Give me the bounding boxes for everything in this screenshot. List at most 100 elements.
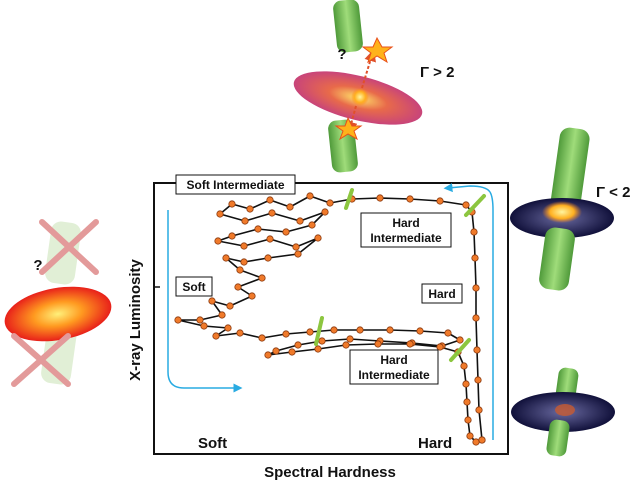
label-soft-intermediate: Soft Intermediate: [175, 174, 296, 195]
track-point: [326, 199, 334, 207]
track-point: [472, 438, 480, 446]
transition-marker-top-left: [344, 188, 354, 210]
track-point: [444, 329, 452, 337]
track-point: [272, 347, 280, 355]
svg-text:Hard: Hard: [428, 287, 455, 301]
track-point: [286, 203, 294, 211]
cross-top-icon: [39, 219, 99, 275]
track-point: [264, 351, 272, 359]
svg-text:Hard: Hard: [392, 216, 419, 230]
track-point: [472, 314, 480, 322]
svg-text:Hard: Hard: [380, 353, 407, 367]
track-point: [258, 274, 266, 282]
track-point: [282, 228, 290, 236]
track-point: [296, 217, 304, 225]
transition-marker-top-right: [464, 194, 486, 217]
transition-marker-bottom-right: [449, 338, 471, 362]
track-point: [471, 254, 479, 262]
svg-text:Soft: Soft: [182, 280, 205, 294]
track-point: [306, 192, 314, 200]
track-point: [266, 235, 274, 243]
track-point: [462, 201, 470, 209]
track-point: [308, 221, 316, 229]
svg-text:Soft Intermediate: Soft Intermediate: [186, 178, 284, 192]
track-point: [236, 266, 244, 274]
track-point: [374, 340, 382, 348]
gamma-gt-label: Γ > 2: [420, 64, 454, 81]
track-point: [224, 324, 232, 332]
arrow-right-edge: [489, 191, 494, 440]
label-hard-intermediate-bottom: Hard Intermediate: [349, 349, 439, 385]
track-point: [406, 340, 414, 348]
disk-left-icon: [4, 219, 112, 387]
svg-text:Intermediate: Intermediate: [370, 231, 442, 245]
track-point: [386, 326, 394, 334]
track-point: [241, 217, 249, 225]
transition-marker-bottom-left: [314, 316, 324, 346]
track-point: [436, 197, 444, 205]
track-point: [356, 326, 364, 334]
track-point: [473, 346, 481, 354]
track-point: [218, 311, 226, 319]
x-axis-label: Spectral Hardness: [264, 464, 396, 481]
track-point: [314, 345, 322, 353]
track-point: [266, 196, 274, 204]
track-point: [436, 343, 444, 351]
gamma-lt-label: Γ < 2: [596, 184, 630, 201]
track-point: [346, 335, 354, 343]
track-point: [226, 302, 234, 310]
track-point: [321, 208, 329, 216]
track-point: [475, 406, 483, 414]
track-point: [268, 209, 276, 217]
track-point: [208, 297, 216, 305]
track-point: [282, 330, 290, 338]
track-point: [294, 341, 302, 349]
plot-frame: [153, 182, 509, 455]
track-point: [406, 195, 414, 203]
arrow-left-edge: [167, 210, 243, 393]
track-point: [318, 337, 326, 345]
track-point: [216, 210, 224, 218]
corner-label-hard: Hard: [418, 435, 452, 452]
track-point: [228, 200, 236, 208]
track-point: [236, 329, 244, 337]
track-point: [416, 327, 424, 335]
disk-jet-top-icon: [293, 0, 423, 173]
label-hard: Hard: [421, 283, 463, 304]
disk-jet-right-icon: [510, 127, 614, 291]
label-hard-intermediate-top: Hard Intermediate: [360, 212, 452, 248]
track-point: [466, 432, 474, 440]
track-point: [234, 283, 242, 291]
track-point: [474, 376, 482, 384]
track-point: [292, 243, 300, 251]
svg-text:Intermediate: Intermediate: [358, 368, 430, 382]
track-point: [212, 332, 220, 340]
track-point: [463, 398, 471, 406]
track-point: [228, 232, 236, 240]
track-point: [196, 316, 204, 324]
track-point: [174, 316, 182, 324]
track-point: [306, 328, 314, 336]
track-point: [456, 336, 464, 344]
track-point: [240, 242, 248, 250]
track-point: [222, 254, 230, 262]
track-line: [177, 195, 483, 443]
track-point: [240, 258, 248, 266]
label-soft: Soft: [175, 276, 213, 297]
track-point: [288, 348, 296, 356]
y-axis-label: X-ray Luminosity: [127, 259, 144, 381]
track-point: [200, 322, 208, 330]
track-point: [314, 234, 322, 242]
corner-label-soft: Soft: [198, 435, 227, 452]
arrow-top-edge: [443, 183, 491, 193]
question-mark-left: ?: [33, 257, 42, 274]
track-point: [478, 436, 486, 444]
track-point: [464, 416, 472, 424]
disk-bottom-right-icon: [511, 367, 615, 457]
track-point: [462, 380, 470, 388]
track-point: [330, 326, 338, 334]
track-point: [342, 341, 350, 349]
track-point: [264, 254, 272, 262]
track-point: [294, 250, 302, 258]
